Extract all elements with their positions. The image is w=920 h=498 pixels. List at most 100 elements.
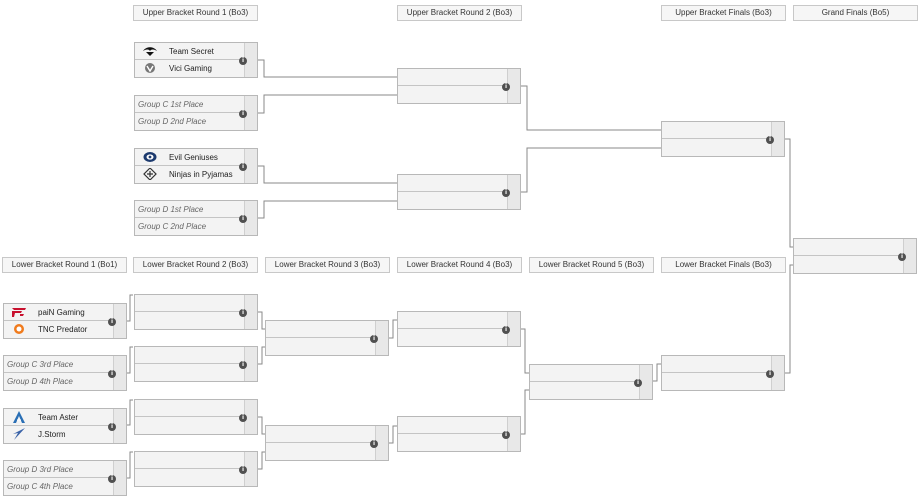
empty-slot	[662, 122, 772, 139]
info-icon[interactable]: i	[502, 189, 510, 197]
placeholder-slot: Group C 4th Place	[4, 478, 114, 495]
info-icon[interactable]: i	[239, 57, 247, 65]
empty-slot	[398, 329, 508, 346]
lb-r5-match[interactable]: i	[529, 364, 653, 400]
ub-r2-match-1[interactable]: i	[397, 68, 521, 104]
empty-slot	[135, 417, 245, 434]
empty-slot	[398, 86, 508, 103]
grand-finals-match[interactable]: i	[793, 238, 917, 274]
team-slot[interactable]: TNC Predator	[4, 321, 114, 338]
placeholder-name: Group C 1st Place	[138, 100, 204, 109]
ninjas-in-pyjamas-logo	[143, 168, 157, 180]
empty-slot	[530, 365, 640, 382]
team-name: Vici Gaming	[169, 64, 212, 73]
empty-slot	[398, 175, 508, 192]
evil-geniuses-logo	[143, 152, 157, 162]
info-icon[interactable]: i	[239, 215, 247, 223]
info-icon[interactable]: i	[370, 335, 378, 343]
header-lb-round1: Lower Bracket Round 1 (Bo1)	[2, 257, 127, 273]
team-slot[interactable]: Ninjas in Pyjamas	[135, 166, 245, 183]
vici-gaming-logo	[145, 63, 155, 73]
info-icon[interactable]: i	[108, 370, 116, 378]
empty-slot	[266, 426, 376, 443]
team-slot[interactable]: Team Aster	[4, 409, 114, 426]
empty-slot	[398, 312, 508, 329]
empty-slot	[135, 364, 245, 381]
lb-r3-match-1[interactable]: i	[265, 320, 389, 356]
info-icon[interactable]: i	[370, 440, 378, 448]
placeholder-name: Group D 3rd Place	[7, 465, 74, 474]
team-name: Team Secret	[169, 47, 214, 56]
empty-slot	[398, 417, 508, 434]
info-icon[interactable]: i	[108, 318, 116, 326]
info-icon[interactable]: i	[239, 163, 247, 171]
header-ub-round1: Upper Bracket Round 1 (Bo3)	[133, 5, 258, 21]
lb-r4-match-2[interactable]: i	[397, 416, 521, 452]
empty-slot	[398, 192, 508, 209]
info-icon[interactable]: i	[239, 466, 247, 474]
ub-r1-match-1[interactable]: Team Secret Vici Gaming i	[134, 42, 258, 78]
ub-r1-match-3[interactable]: Evil Geniuses Ninjas in Pyjamas i	[134, 148, 258, 184]
empty-slot	[266, 338, 376, 355]
lb-r1-match-1[interactable]: paiN Gaming TNC Predator i	[3, 303, 127, 339]
placeholder-name: Group C 3rd Place	[7, 360, 74, 369]
info-icon[interactable]: i	[634, 379, 642, 387]
team-aster-logo	[13, 411, 25, 423]
lb-r1-match-4[interactable]: Group D 3rd Place Group C 4th Place i	[3, 460, 127, 496]
header-lb-round2: Lower Bracket Round 2 (Bo3)	[133, 257, 258, 273]
empty-slot	[530, 382, 640, 399]
placeholder-name: Group D 2nd Place	[138, 117, 207, 126]
info-icon[interactable]: i	[502, 431, 510, 439]
info-icon[interactable]: i	[502, 83, 510, 91]
lb-r1-match-2[interactable]: Group C 3rd Place Group D 4th Place i	[3, 355, 127, 391]
team-slot[interactable]: Vici Gaming	[135, 60, 245, 77]
ub-r2-match-2[interactable]: i	[397, 174, 521, 210]
placeholder-name: Group D 4th Place	[7, 377, 73, 386]
lb-r2-match-1[interactable]: i	[134, 294, 258, 330]
placeholder-slot: Group C 1st Place	[135, 96, 245, 113]
lb-r2-match-4[interactable]: i	[134, 451, 258, 487]
team-slot[interactable]: Evil Geniuses	[135, 149, 245, 166]
info-icon[interactable]: i	[108, 423, 116, 431]
pain-gaming-logo	[12, 308, 26, 317]
lb-r2-match-3[interactable]: i	[134, 399, 258, 435]
ub-r1-match-4[interactable]: Group D 1st Place Group C 2nd Place i	[134, 200, 258, 236]
placeholder-slot: Group D 1st Place	[135, 201, 245, 218]
header-ub-round2: Upper Bracket Round 2 (Bo3)	[397, 5, 522, 21]
info-icon[interactable]: i	[766, 370, 774, 378]
empty-slot	[135, 469, 245, 486]
team-secret-logo	[143, 47, 157, 56]
team-name: J.Storm	[38, 430, 66, 439]
info-icon[interactable]: i	[766, 136, 774, 144]
info-icon[interactable]: i	[898, 253, 906, 261]
team-slot[interactable]: paiN Gaming	[4, 304, 114, 321]
empty-slot	[398, 434, 508, 451]
placeholder-slot: Group C 3rd Place	[4, 356, 114, 373]
info-icon[interactable]: i	[239, 309, 247, 317]
empty-slot	[135, 312, 245, 329]
info-icon[interactable]: i	[502, 326, 510, 334]
lb-r3-match-2[interactable]: i	[265, 425, 389, 461]
ub-r1-match-2[interactable]: Group C 1st Place Group D 2nd Place i	[134, 95, 258, 131]
lb-r1-match-3[interactable]: Team Aster J.Storm i	[3, 408, 127, 444]
empty-slot	[135, 452, 245, 469]
team-slot[interactable]: Team Secret	[135, 43, 245, 60]
info-icon[interactable]: i	[108, 475, 116, 483]
empty-slot	[794, 239, 904, 256]
lb-finals-match[interactable]: i	[661, 355, 785, 391]
info-icon[interactable]: i	[239, 110, 247, 118]
team-name: paiN Gaming	[38, 308, 85, 317]
team-slot[interactable]: J.Storm	[4, 426, 114, 443]
team-name: Evil Geniuses	[169, 153, 218, 162]
placeholder-name: Group C 4th Place	[7, 482, 73, 491]
lb-r2-match-2[interactable]: i	[134, 346, 258, 382]
team-name: TNC Predator	[38, 325, 88, 334]
tnc-predator-logo	[14, 324, 24, 334]
team-name: Team Aster	[38, 413, 79, 422]
ub-finals-match[interactable]: i	[661, 121, 785, 157]
header-ub-finals: Upper Bracket Finals (Bo3)	[661, 5, 786, 21]
lb-r4-match-1[interactable]: i	[397, 311, 521, 347]
info-icon[interactable]: i	[239, 361, 247, 369]
info-icon[interactable]: i	[239, 414, 247, 422]
